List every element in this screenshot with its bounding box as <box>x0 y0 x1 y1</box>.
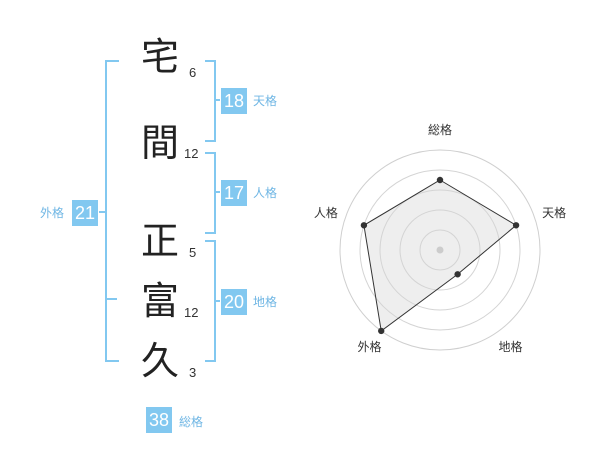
stroke-count-1: 6 <box>189 65 197 80</box>
radar-area <box>363 180 517 331</box>
tenkaku-bracket <box>205 60 216 142</box>
radar-point-1 <box>436 176 444 184</box>
radar-axis-label-2: 天格 <box>542 205 566 220</box>
kanji-2: 間 <box>140 121 179 165</box>
soukaku-label: 総格 <box>179 415 204 429</box>
chikaku-label: 地格 <box>253 295 278 309</box>
radar-point-2 <box>512 222 520 229</box>
radar-axis-label-3: 地格 <box>499 339 523 354</box>
jinkaku-label: 人格 <box>253 186 278 200</box>
radar-ring-1 <box>419 229 461 271</box>
kanji-3: 正 <box>140 219 179 263</box>
gaikaku-bracket <box>105 60 119 362</box>
stroke-count-5: 3 <box>189 365 197 380</box>
radar-axis-label-1: 総格 <box>428 122 452 137</box>
radar-series-line <box>363 179 517 332</box>
tenkaku-label: 天格 <box>253 94 278 108</box>
radar-axis-label-5: 人格 <box>314 205 338 220</box>
gaikaku-value: 21 <box>72 200 98 226</box>
kanji-5: 久 <box>140 339 179 383</box>
soukaku-value: 38 <box>146 407 172 433</box>
radar-axis-label-4: 外格 <box>357 339 381 354</box>
radar-ring-2 <box>399 209 481 291</box>
gaikaku-connector <box>99 211 105 213</box>
chikaku-connector <box>214 300 220 302</box>
radar-point-5 <box>360 222 368 229</box>
radar-ring-4 <box>359 169 521 331</box>
gaikaku-mid-tick <box>105 298 117 300</box>
gaikaku-label: 外格 <box>40 206 65 220</box>
stroke-count-3: 5 <box>189 245 197 260</box>
jinkaku-value: 17 <box>221 180 247 206</box>
jinkaku-connector <box>214 191 220 193</box>
stroke-count-2: 12 <box>184 146 199 161</box>
stroke-count-4: 12 <box>184 305 199 320</box>
radar-point-3 <box>454 271 461 278</box>
radar-ring-3 <box>379 189 501 311</box>
jinkaku-bracket <box>205 152 216 234</box>
tenkaku-connector <box>214 99 220 101</box>
kanji-1: 宅 <box>140 35 179 79</box>
radar-point-4 <box>378 327 385 335</box>
tenkaku-value: 18 <box>221 88 247 114</box>
chikaku-value: 20 <box>221 289 247 315</box>
radar-center-dot <box>436 246 444 254</box>
kanji-4: 富 <box>140 279 179 323</box>
